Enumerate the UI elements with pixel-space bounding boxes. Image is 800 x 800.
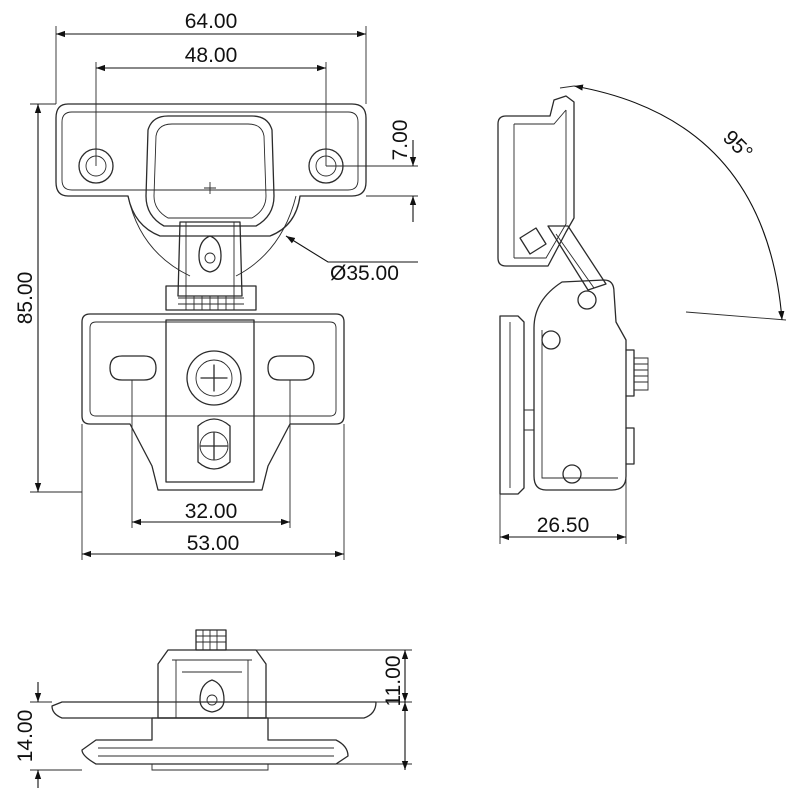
side-body: [533, 279, 627, 491]
bottom-screw-head: [195, 629, 227, 651]
side-view-dimensions: 26.50 95°: [499, 84, 787, 544]
hinge-cup: [145, 115, 275, 227]
dim-cup-diameter: Ø35.00: [330, 262, 399, 285]
bottom-base: [81, 717, 349, 765]
dim-plate-hole-spacing: 32.00: [185, 500, 238, 523]
adjustment-screw: [186, 350, 242, 406]
bottom-view-dimensions: 11.00 14.00: [14, 649, 412, 788]
dim-hole-offset: 7.00: [389, 120, 412, 161]
dim-height-upper: 11.00: [382, 656, 405, 707]
side-plate: [499, 315, 525, 495]
hinge-arm: [165, 221, 257, 311]
side-cup: [497, 95, 575, 267]
depth-screw: [197, 418, 231, 470]
dim-opening-angle: 95°: [718, 126, 757, 165]
front-view: [55, 103, 367, 491]
dim-plate-width: 53.00: [187, 532, 240, 555]
slot-left: [109, 355, 157, 381]
dim-overall-width: 64.00: [185, 10, 238, 33]
slot-right: [267, 355, 315, 381]
side-screw: [625, 349, 649, 465]
dim-height-base: 14.00: [14, 710, 37, 763]
mounting-flange: [55, 103, 367, 237]
side-view: [497, 95, 649, 495]
center-mark: [204, 182, 216, 194]
bottom-view: [51, 629, 377, 771]
dim-hole-spacing: 48.00: [185, 44, 238, 67]
front-view-dimensions: 64.00 48.00 7.00 Ø35.00 85.00 32.00 53.0…: [14, 10, 418, 560]
dim-depth: 26.50: [537, 514, 590, 537]
dim-overall-length: 85.00: [14, 272, 37, 325]
mounting-plate: [81, 313, 345, 491]
